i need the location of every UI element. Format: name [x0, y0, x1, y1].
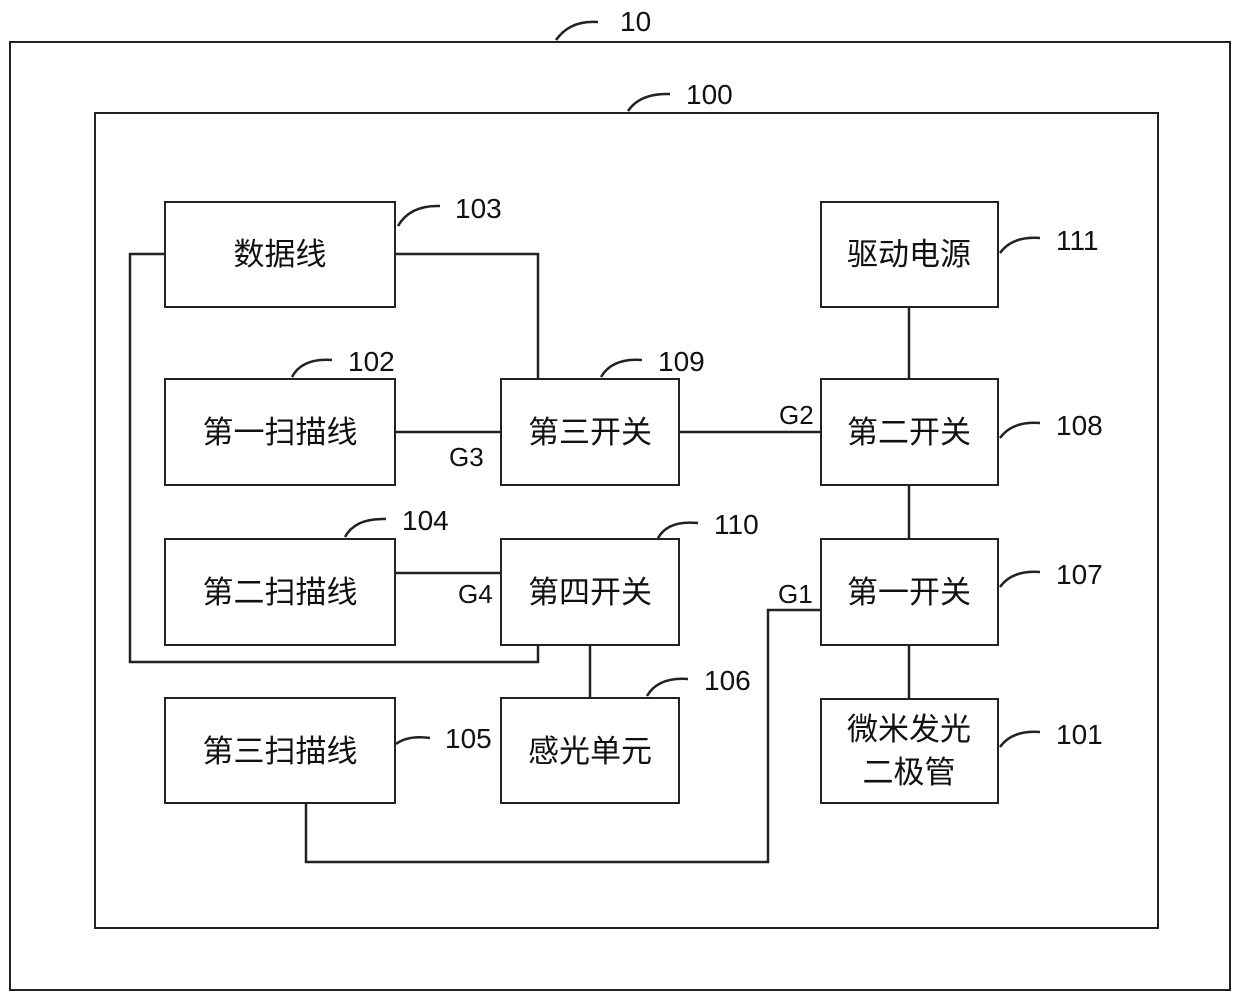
first-scan-line-label: 第一扫描线: [203, 415, 358, 451]
second-scan-line-ref: 104: [402, 505, 449, 536]
photosensitive-unit-label: 感光单元: [528, 734, 652, 770]
micro-led-leader: [1000, 732, 1040, 747]
first-switch-label: 第一开关: [847, 575, 971, 611]
data-line-label: 数据线: [234, 237, 327, 273]
micro-led-ref: 101: [1056, 719, 1103, 750]
second-switch-leader: [1000, 423, 1040, 438]
first-scan-line-leader: [292, 360, 332, 377]
wire-data-line-to-third-switch: [395, 254, 538, 379]
fourth-switch-ref: 110: [714, 509, 759, 540]
second-scan-line-label: 第二扫描线: [203, 575, 358, 611]
third-scan-line-label: 第三扫描线: [203, 734, 358, 770]
micro-led-label-line1: 微米发光: [847, 712, 971, 748]
second-scan-line-leader: [345, 519, 386, 537]
photosensitive-unit-leader: [647, 679, 688, 696]
drive-power-leader: [1000, 238, 1040, 253]
third-scan-line-leader: [396, 737, 430, 744]
signal-g3: G3: [449, 442, 484, 472]
first-switch-leader: [1000, 572, 1040, 587]
drive-power-label: 驱动电源: [847, 237, 971, 273]
third-switch-leader: [601, 360, 642, 377]
outer-frame-leader: [556, 22, 598, 40]
fourth-switch-label: 第四开关: [528, 575, 652, 611]
outer-frame: [10, 42, 1230, 990]
third-switch-label: 第三开关: [528, 415, 652, 451]
micro-led-label-line2: 二极管: [863, 755, 956, 791]
outer-frame-ref: 10: [620, 6, 651, 37]
fourth-switch-leader: [658, 523, 698, 538]
second-switch-ref: 108: [1056, 410, 1103, 441]
data-line-ref: 103: [455, 193, 502, 224]
signal-g1: G1: [778, 579, 813, 609]
signal-g4: G4: [458, 579, 493, 609]
inner-frame-leader: [628, 94, 670, 111]
data-line-leader: [398, 206, 440, 226]
first-switch-ref: 107: [1056, 559, 1103, 590]
drive-power-ref: 111: [1056, 225, 1099, 256]
signal-g2: G2: [779, 400, 814, 430]
third-switch-ref: 109: [658, 346, 705, 377]
third-scan-line-ref: 105: [445, 723, 492, 754]
inner-frame-ref: 100: [686, 79, 733, 110]
photosensitive-unit-ref: 106: [704, 665, 751, 696]
first-scan-line-ref: 102: [348, 346, 395, 377]
second-switch-label: 第二开关: [847, 415, 971, 451]
